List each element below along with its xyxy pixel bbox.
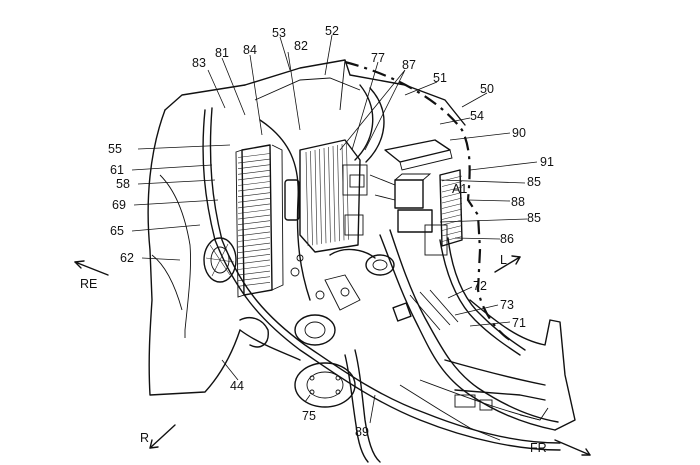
right-components	[369, 139, 463, 256]
label-89: 89	[355, 425, 369, 439]
label-88: 88	[511, 195, 525, 209]
label-87: 87	[402, 58, 416, 72]
label-72: 72	[473, 279, 487, 293]
label-75: 75	[302, 409, 316, 423]
label-73: 73	[500, 298, 514, 312]
label-81: 81	[215, 46, 229, 60]
lower-frame	[239, 317, 549, 421]
direction-labels: RE L R FR	[80, 253, 547, 455]
direction-r-label: R	[140, 431, 149, 445]
label-61: 61	[110, 163, 124, 177]
label-44: 44	[230, 379, 244, 393]
label-82: 82	[294, 39, 308, 53]
radiator-core	[235, 144, 284, 298]
vehicle-body-outline	[147, 59, 576, 441]
label-52: 52	[325, 24, 339, 38]
direction-l-label: L	[500, 253, 507, 267]
label-83: 83	[192, 56, 206, 70]
label-54: 54	[470, 109, 484, 123]
label-55: 55	[108, 142, 122, 156]
label-65: 65	[110, 224, 124, 238]
cables-hoses	[202, 84, 561, 463]
label-69: 69	[112, 198, 126, 212]
direction-fr-label: FR	[530, 441, 547, 455]
label-50: 50	[480, 82, 494, 96]
cooling-fan	[203, 237, 237, 283]
label-62: 62	[120, 251, 134, 265]
label-53: 53	[272, 26, 286, 40]
control-unit-heatsink	[284, 139, 368, 253]
reference-numerals: 50 51 52 53 54 55 61 58 69 65 62 83 81 8…	[108, 24, 554, 439]
leader-lines	[131, 34, 538, 424]
label-58: 58	[116, 177, 130, 191]
label-90: 90	[512, 126, 526, 140]
direction-re-label: RE	[80, 277, 97, 291]
label-a1: A1	[452, 182, 467, 196]
direction-arrows	[74, 255, 591, 456]
wheel-hub	[294, 314, 356, 408]
label-77: 77	[371, 51, 385, 65]
label-71: 71	[512, 316, 526, 330]
label-85-top: 85	[527, 175, 541, 189]
label-91: 91	[540, 155, 554, 169]
pump-motor	[290, 248, 395, 311]
label-86: 86	[500, 232, 514, 246]
label-51: 51	[433, 71, 447, 85]
label-85-bottom: 85	[527, 211, 541, 225]
label-84: 84	[243, 43, 257, 57]
